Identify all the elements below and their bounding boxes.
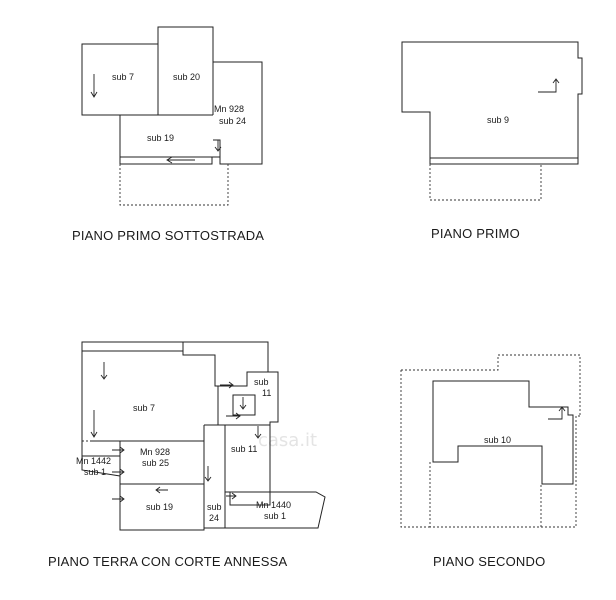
entry-arrow xyxy=(112,468,125,476)
entry-arrow xyxy=(90,74,98,98)
room-label-sub11: sub xyxy=(254,377,269,387)
plan-primo-sottostrada: sub 7 sub 20 Mn 928 sub 24 sub 19 PIANO … xyxy=(72,26,264,243)
room-label-sub19: sub 19 xyxy=(146,502,173,512)
entry-arrow xyxy=(204,466,212,482)
room-label-sub24: sub 24 xyxy=(219,116,246,126)
entry-arrow xyxy=(100,362,108,380)
room-label-mn928: Mn 928 xyxy=(140,447,170,457)
stair-arrow xyxy=(548,406,566,420)
entry-arrow xyxy=(166,156,195,164)
room-label-sub7: sub 7 xyxy=(112,72,134,82)
annex-wall xyxy=(81,441,121,477)
entry-arrow xyxy=(239,397,247,410)
room-label-sub11: 11 xyxy=(262,388,271,398)
courtyard-outline xyxy=(119,164,229,206)
room-label-mn1442: Mn 1442 xyxy=(76,456,111,466)
plan-terra: sub 7 sub 11 sub 11 Mn 1442 sub 1 Mn 928… xyxy=(48,341,326,569)
entry-arrow xyxy=(90,410,98,438)
plan-primo: sub 9 PIANO PRIMO xyxy=(401,41,583,241)
room-label-sub9: sub 9 xyxy=(487,115,509,125)
room-label-mn928: Mn 928 xyxy=(214,104,244,114)
room-label-sub10: sub 10 xyxy=(484,435,511,445)
plan-secondo: sub 10 PIANO SECONDO xyxy=(400,354,581,569)
room-label-sub20: sub 20 xyxy=(173,72,200,82)
plan-title: PIANO PRIMO xyxy=(431,226,520,241)
courtyard-outline xyxy=(81,351,120,442)
room-label-sub25: sub 25 xyxy=(142,458,169,468)
roof-outline xyxy=(400,354,581,528)
plan-outline xyxy=(81,341,326,531)
partition-walls xyxy=(82,342,270,528)
plan-title: PIANO PRIMO SOTTOSTRADA xyxy=(72,228,264,243)
room-label-mn1440: Mn 1440 xyxy=(256,500,291,510)
entry-arrow xyxy=(155,486,168,494)
plan-outline xyxy=(401,41,583,165)
stair-arrow xyxy=(538,78,560,93)
plan-outline xyxy=(81,26,263,165)
entry-arrow xyxy=(112,446,125,454)
room-label-sub1: sub 1 xyxy=(84,467,106,477)
partition-walls xyxy=(120,44,221,158)
room-label-sub1: sub 1 xyxy=(264,511,286,521)
plan-title: PIANO TERRA CON CORTE ANNESSA xyxy=(48,554,288,569)
room-label-sub24: sub xyxy=(207,502,222,512)
entry-arrow xyxy=(226,492,237,500)
balcony-outline xyxy=(429,164,542,201)
entry-arrow xyxy=(226,412,241,420)
plan-outline xyxy=(432,380,574,485)
partition-walls xyxy=(429,112,578,159)
watermark: casa.it xyxy=(258,430,317,451)
entry-arrow xyxy=(254,426,262,439)
terrace-outline xyxy=(429,462,542,528)
entry-arrow xyxy=(112,495,125,503)
room-label-sub24: 24 xyxy=(209,513,219,523)
room-label-sub11: sub 11 xyxy=(231,444,257,454)
room-label-sub19: sub 19 xyxy=(147,133,174,143)
room-label-sub7: sub 7 xyxy=(133,403,155,413)
entry-arrow xyxy=(214,140,222,152)
plan-title: PIANO SECONDO xyxy=(433,554,545,569)
entry-arrow xyxy=(220,381,234,389)
